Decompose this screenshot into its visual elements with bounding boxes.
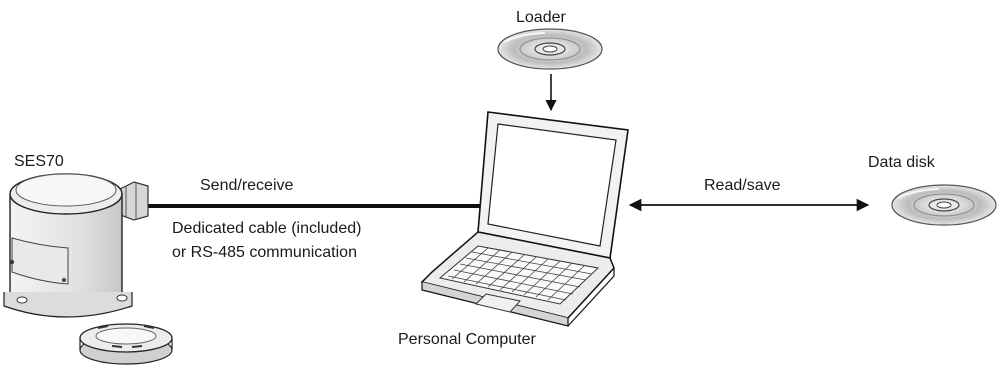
loader-disc-icon bbox=[497, 28, 603, 70]
device-cap-icon bbox=[79, 323, 173, 365]
computer-label: Personal Computer bbox=[398, 331, 536, 348]
read-save-label: Read/save bbox=[704, 177, 781, 194]
loader-label: Loader bbox=[516, 9, 566, 26]
data-disc-icon bbox=[891, 184, 997, 226]
send-receive-label: Send/receive bbox=[200, 177, 294, 194]
cable-label-line2: or RS-485 communication bbox=[172, 244, 357, 261]
device-label: SES70 bbox=[14, 153, 64, 170]
data-disk-label: Data disk bbox=[868, 154, 935, 171]
ses70-device-icon bbox=[3, 173, 149, 318]
laptop-icon bbox=[420, 111, 629, 327]
cable-label-line1: Dedicated cable (included) bbox=[172, 220, 362, 237]
